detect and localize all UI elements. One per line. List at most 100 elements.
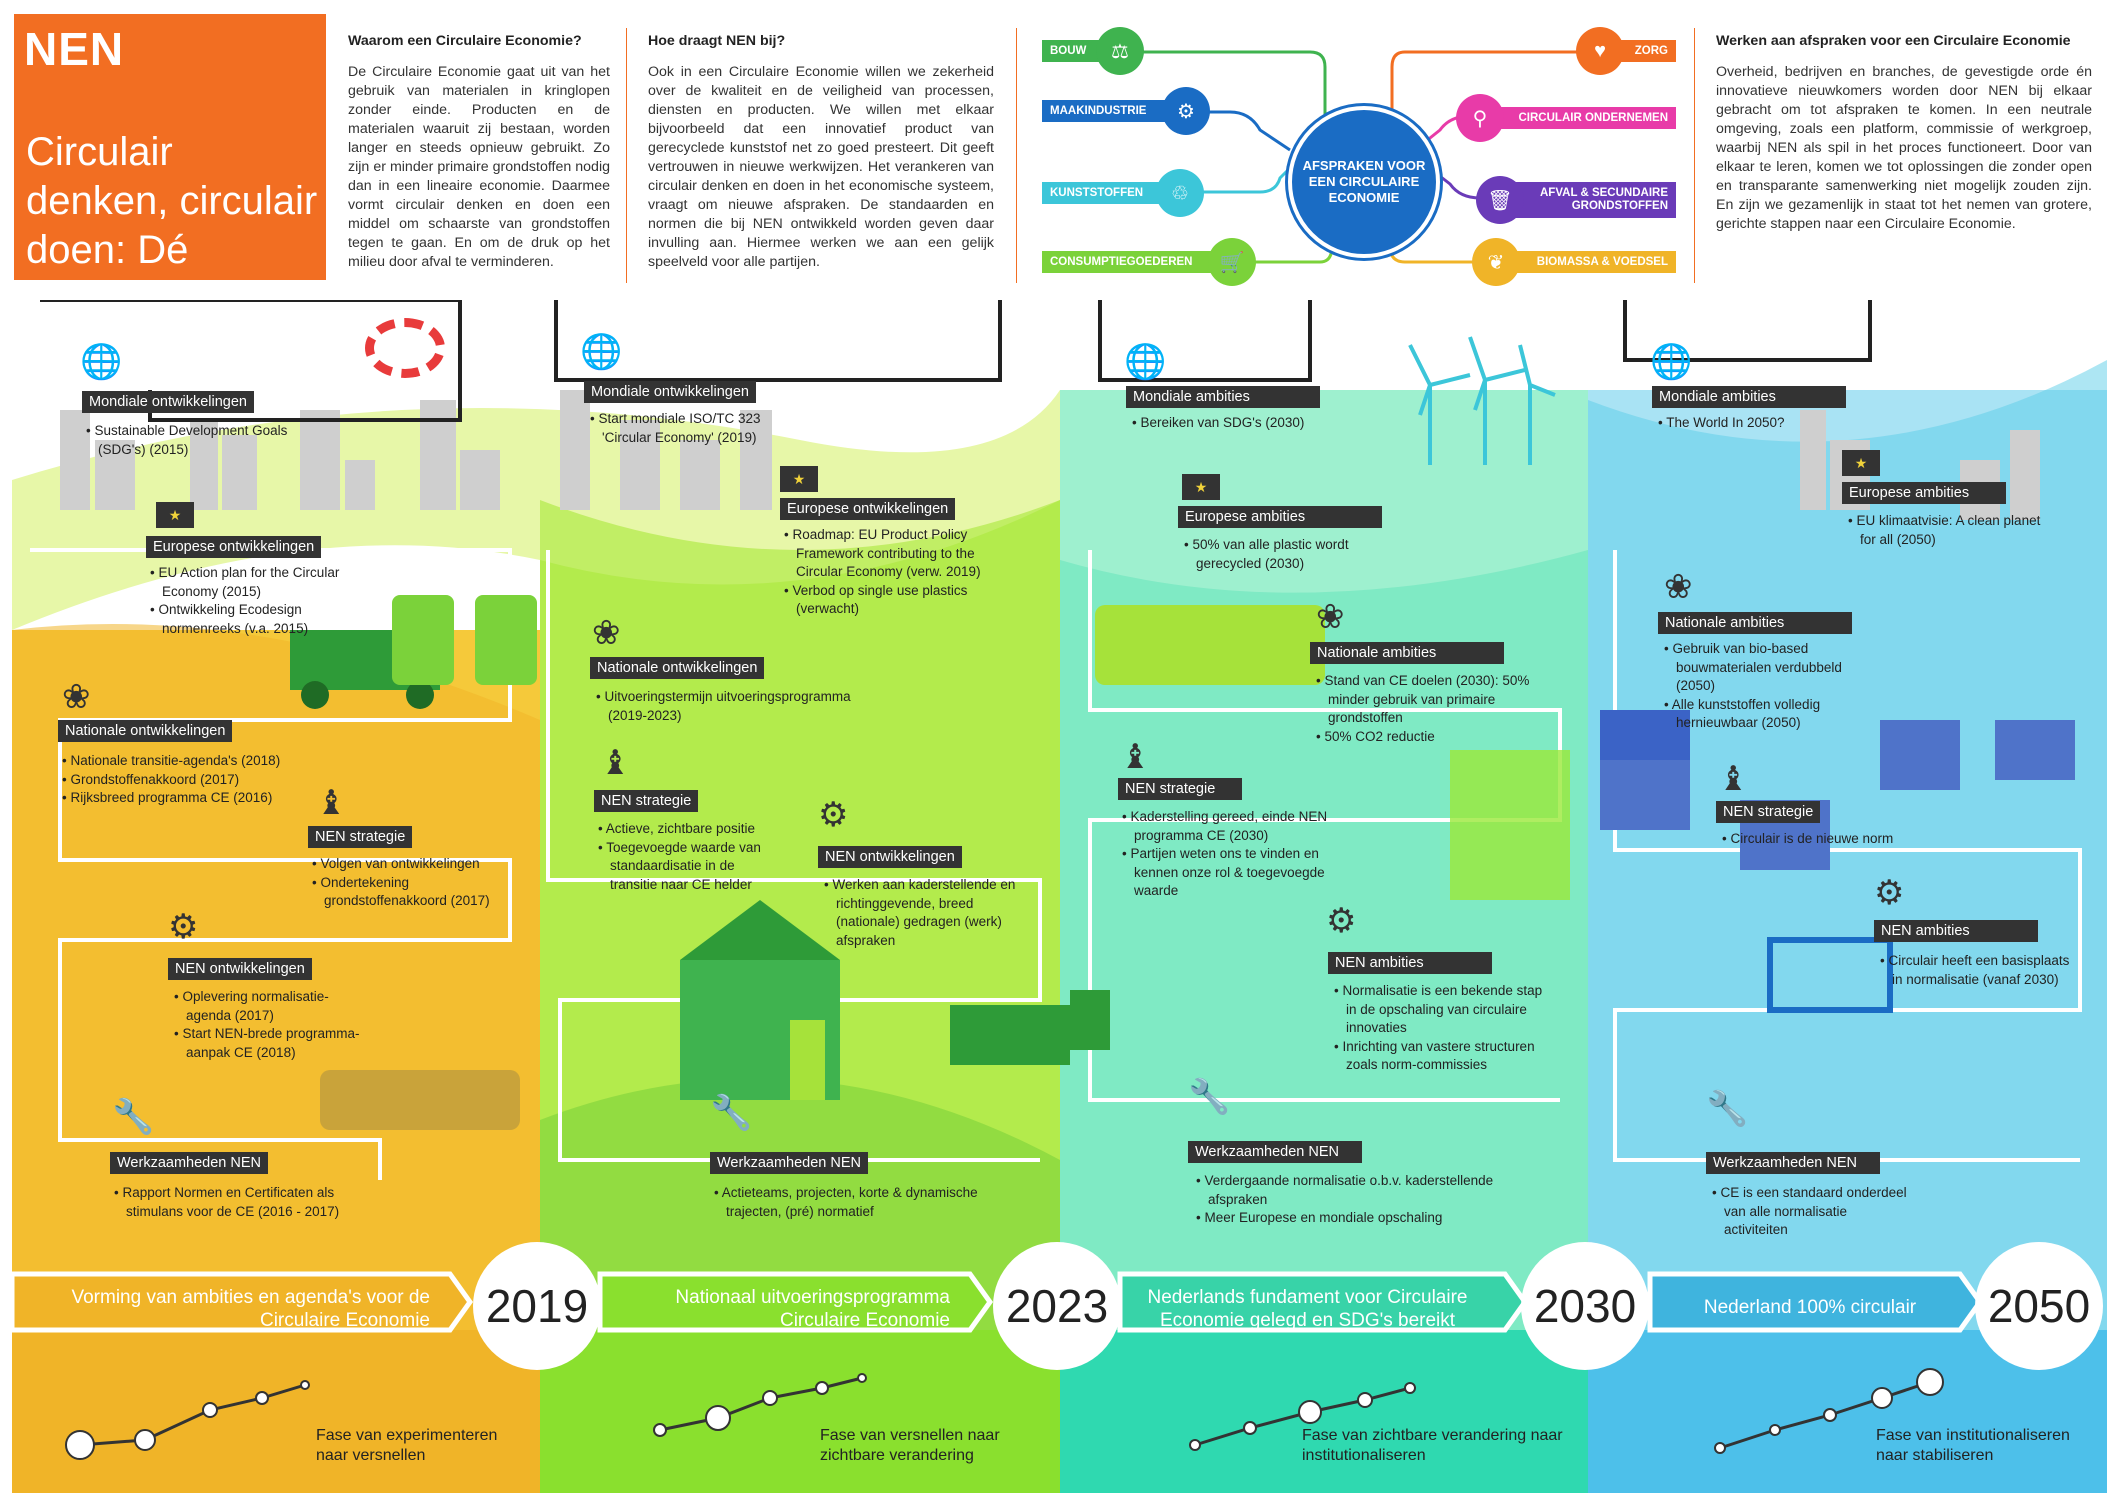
wind-turbine-icon [1408,336,1556,465]
chess-piece-icon: ♝ [600,744,631,782]
label-europese-ambities: Europese ambities [1842,482,2006,504]
label-nationale-ambities: Nationale ambities [1658,612,1852,634]
tulip-icon: ❀ [62,678,91,716]
bullets-europa: EU Action plan for the Circular Economy … [150,564,350,638]
bullets-nen: Normalisatie is een bekende stap in de o… [1334,982,1544,1075]
label-nen-ontwikkelingen: NEN ontwikkelingen [168,958,312,980]
label-nen-ambities: NEN ambities [1874,920,2038,942]
intro-column-1: Waarom een Circulaire Economie? De Circu… [348,32,610,272]
tools-icon: 🔧 [710,1094,753,1132]
label-nen-ontwikkelingen: NEN ontwikkelingen [818,846,962,868]
bullet-item: Werken aan kaderstellende en richtinggev… [824,876,1034,950]
bullet-item: EU klimaatvisie: A clean planet for all … [1848,512,2048,549]
spoke-biomassa: BIOMASSA & VOEDSEL [1500,251,1676,273]
page-title: Circulair denken, circulair doen: Dé nie… [26,130,318,321]
section-title: Nationaal uitvoeringsprogramma Circulair… [675,1287,950,1331]
chess-piece-icon: ♝ [316,784,347,822]
section-title: Nederlands fundament voor Circulaire Eco… [1147,1287,1468,1331]
gear-icon: ⚙ [1326,902,1357,940]
bullet-item: Normalisatie is een bekende stap in de o… [1334,982,1544,1038]
globe-icon: 🌐 [580,333,623,371]
bullets-europa: EU klimaatvisie: A clean planet for all … [1848,512,2048,549]
tulip-icon: ❀ [1664,568,1693,606]
year-2019: 2019 [477,1246,597,1366]
bullet-item: The World In 2050? [1658,414,1858,433]
bullets-nationaal: Stand van CE doelen (2030): 50% minder g… [1316,672,1531,746]
label-nationale-ambities: Nationale ambities [1310,642,1504,664]
spoke-maakindustrie: MAAKINDUSTRIE [1042,100,1168,122]
bullet-item: Uitvoeringstermijn uitvoeringsprogramma … [596,688,866,725]
intro-text: Ook in een Circulaire Economie willen we… [648,64,994,270]
bullets-werk: CE is een standaard onderdeel van alle n… [1712,1184,1912,1240]
label-nen-strategie: NEN strategie [1118,778,1242,800]
label-mondiale-ambities: Mondiale ambities [1126,386,1320,408]
bullets-nen: Circulair heeft een basisplaats in norma… [1880,952,2080,989]
bullets-mondiaal: Sustainable Development Goals (SDG's) (2… [86,422,296,459]
intro-column-3: Werken aan afspraken voor een Circulaire… [1716,32,2092,234]
bullet-item: Grondstoffenakkoord (2017) [62,771,292,790]
label-werkzaamheden-nen: Werkzaamheden NEN [1706,1152,1880,1174]
bullets-europa: Roadmap: EU Product Policy Framework con… [784,526,1004,619]
phase-label: Fase van zichtbare verandering naar inst… [1302,1427,1563,1464]
label-europese-ontwikkelingen: Europese ontwikkelingen [146,536,322,558]
eu-flag-icon: ★ [780,466,818,492]
bullet-item: Verdergaande normalisatie o.b.v. kaderst… [1196,1172,1506,1209]
bullet-item: Ondertekening grondstoffenakkoord (2017) [312,874,512,911]
leaf-icon: ❦ [1472,238,1520,286]
tools-icon: 🔧 [1188,1078,1231,1116]
bullet-item: 50% CO2 reductie [1316,728,1531,747]
bullets-nen: Werken aan kaderstellende en richtinggev… [824,876,1034,950]
section-title: Vorming van ambities en agenda's voor de… [71,1287,430,1331]
intro-text: De Circulaire Economie gaat uit van het … [348,64,610,270]
bullet-item: Partijen weten ons te vinden en kennen o… [1122,845,1332,901]
label-werkzaamheden-nen: Werkzaamheden NEN [710,1152,868,1174]
tulip-icon: ❀ [592,614,621,652]
bullet-item: Circulair heeft een basisplaats in norma… [1880,952,2080,989]
factory-icon: ⚙ [1162,87,1210,135]
tools-icon: 🔧 [112,1098,155,1136]
bullets-strategie: Circulair is de nieuwe norm [1722,830,1952,849]
bullet-item: Start NEN-brede programma-aanpak CE (201… [174,1025,364,1062]
bullet-item: Volgen van ontwikkelingen [312,855,512,874]
sdg-wheel-icon [365,318,445,378]
label-mondiale-ontwikkelingen: Mondiale ontwikkelingen [82,391,254,413]
bullet-item: Gebruik van bio-based bouwmaterialen ver… [1664,640,1879,696]
bullet-item: Nationale transitie-agenda's (2018) [62,752,292,771]
bullets-nen: Oplevering normalisatie-agenda (2017) St… [174,988,364,1062]
bullets-strategie: Actieve, zichtbare positie Toegevoegde w… [598,820,768,894]
phase-label: Fase van experimenteren naar versnellen [316,1427,498,1464]
gear-icon: ⚙ [818,796,849,834]
intro-heading: Hoe draagt NEN bij? [648,33,786,49]
label-nen-ambities: NEN ambities [1328,952,1492,974]
scale-icon: ⚖ [1096,27,1144,75]
bullet-item: EU Action plan for the Circular Economy … [150,564,350,601]
bullet-item: Verbod op single use plastics (verwacht) [784,582,1004,619]
spoke-consumptiegoederen: CONSUMPTIEGOEDEREN [1042,251,1228,273]
label-nationale-ontwikkelingen: Nationale ontwikkelingen [58,720,233,742]
bullets-werk: Actieteams, projecten, korte & dynamisch… [714,1184,1004,1221]
spoke-circulair-ondernemen: CIRCULAIR ONDERNEMEN [1486,107,1676,129]
bullet-item: Rijksbreed programma CE (2016) [62,789,292,808]
bullets-mondiaal: Bereiken van SDG's (2030) [1132,414,1332,433]
label-nen-strategie: NEN strategie [1716,801,1821,823]
bullet-item: Sustainable Development Goals (SDG's) (2… [86,422,296,459]
bullet-item: Actieve, zichtbare positie [598,820,768,839]
bottle-icon: ♲ [1156,169,1204,217]
label-werkzaamheden-nen: Werkzaamheden NEN [1188,1141,1362,1163]
globe-icon: 🌐 [80,343,123,381]
bullets-europa: 50% van alle plastic wordt gerecycled (2… [1184,536,1384,573]
chess-piece-icon: ♝ [1120,738,1151,776]
bullets-strategie: Kaderstelling gereed, einde NEN programm… [1122,808,1332,901]
eu-flag-icon: ★ [156,502,194,528]
label-nen-strategie: NEN strategie [594,790,699,812]
globe-icon: 🌐 [1650,343,1693,381]
spoke-afval: AFVAL & SECUNDAIRE GRONDSTOFFEN [1500,182,1676,218]
divider [1694,28,1695,283]
bullet-item: Circulair is de nieuwe norm [1722,830,1952,849]
bullet-item: Roadmap: EU Product Policy Framework con… [784,526,1004,582]
intro-column-2: Hoe draagt NEN bij? Ook in een Circulair… [648,32,994,272]
bullet-item: CE is een standaard onderdeel van alle n… [1712,1184,1912,1240]
phase-label: Fase van versnellen naar zichtbare veran… [820,1427,1000,1464]
intro-text: Overheid, bedrijven en branches, de geve… [1716,64,2092,232]
bullet-item: Oplevering normalisatie-agenda (2017) [174,988,364,1025]
